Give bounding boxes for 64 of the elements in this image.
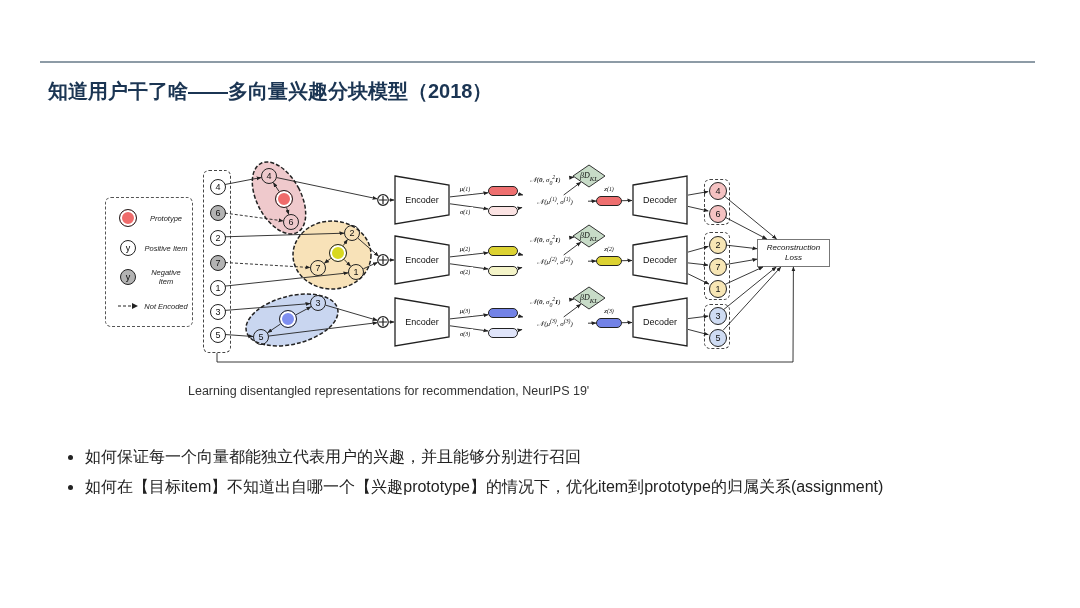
dashed-group-box (704, 179, 730, 225)
arrow (569, 175, 575, 180)
kl-diamond: βD$_{KL}$ (572, 286, 606, 310)
arrow (569, 297, 575, 302)
vector-pill (596, 256, 622, 266)
cluster-ellipse (242, 290, 342, 350)
item-circle: 3 (210, 304, 226, 320)
item-circle: 3 (709, 307, 727, 325)
arrow (343, 259, 351, 267)
kl-diamond: βD$_{KL}$ (572, 224, 606, 248)
arrow (517, 328, 523, 333)
arrow (342, 239, 348, 247)
item-circle: 1 (709, 280, 727, 298)
cluster-ellipse (292, 220, 372, 290)
decoder-block: Decoder (632, 235, 688, 285)
vector-pill (596, 196, 622, 206)
bullet-text: 如何保证每一个向量都能独立代表用户的兴趣，并且能够分别进行召回 (85, 447, 581, 467)
vector-pill (488, 328, 518, 338)
encoder-block: Encoder (394, 175, 450, 225)
item-circle: 2 (210, 230, 226, 246)
loss-box: Reconstruction Loss (757, 239, 830, 267)
arrow (388, 320, 395, 324)
decoder-block: Decoder (632, 297, 688, 347)
item-circle: 4 (709, 182, 727, 200)
legend-swatch: y (120, 240, 136, 256)
arrow (388, 198, 395, 202)
slide-title: 知道用户干了啥——多向量兴趣分块模型（2018） (48, 79, 493, 104)
dashed-group-box (704, 304, 730, 349)
decoder-block: Decoder (632, 175, 688, 225)
sum-node (377, 194, 389, 206)
item-circle: 6 (210, 205, 226, 221)
item-circle: 2 (709, 236, 727, 254)
item-circle: 5 (210, 327, 226, 343)
vector-pill (488, 308, 518, 318)
arrow (517, 252, 524, 257)
dashed-group-box (203, 170, 231, 353)
vector-pill (488, 246, 518, 256)
item-circle: 7 (210, 255, 226, 271)
encoder-block: Encoder (394, 297, 450, 347)
encoder-block: Encoder (394, 235, 450, 285)
figure-caption: Learning disentangled representations for recommendation, NeurIPS 19' (188, 384, 590, 398)
item-circle: 1 (210, 280, 226, 296)
item-circle: 7 (709, 258, 727, 276)
vector-pill (488, 266, 518, 276)
arrow (517, 266, 523, 271)
legend-swatch: y (120, 269, 136, 285)
vector-pill (596, 318, 622, 328)
arrow (517, 314, 524, 319)
bullet-text: 如何在【目标item】不知道出自哪一个【兴趣prototype】的情况下，优化item到prototype的归属关系(assignment) (85, 477, 884, 497)
arrow (517, 206, 523, 211)
arrow (517, 192, 524, 197)
dashed-group-box (704, 232, 730, 300)
kl-diamond: βD$_{KL}$ (572, 164, 606, 188)
item-circle: 6 (709, 205, 727, 223)
item-circle: 4 (210, 179, 226, 195)
arrow (388, 258, 395, 262)
vector-pill (488, 186, 518, 196)
sum-node (377, 316, 389, 328)
arrow (285, 207, 290, 215)
arrow (323, 257, 332, 264)
arrow (569, 235, 575, 240)
item-circle: 5 (709, 329, 727, 347)
vector-pill (488, 206, 518, 216)
sum-node (377, 254, 389, 266)
